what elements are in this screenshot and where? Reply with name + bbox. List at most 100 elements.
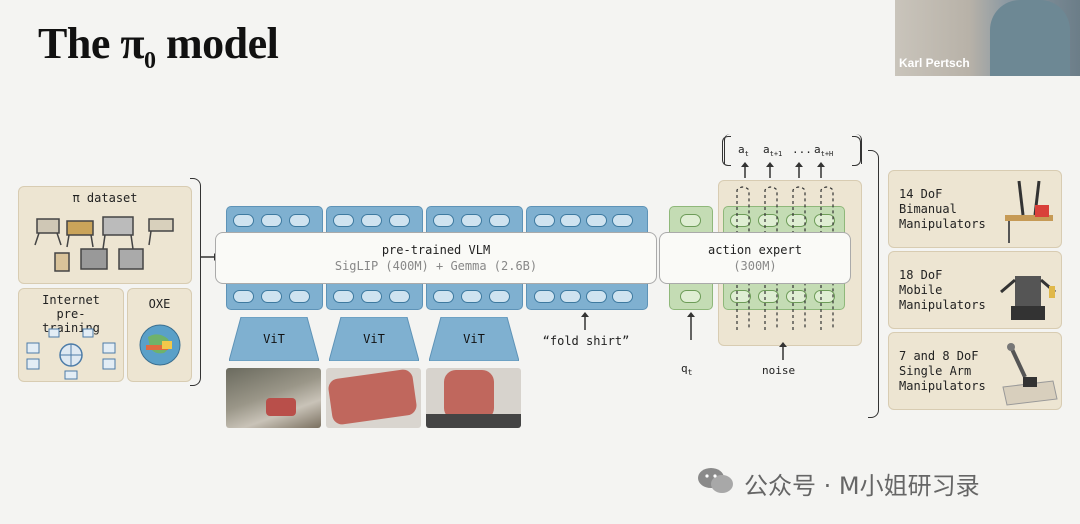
vlm-token-pill-25 [612, 290, 633, 303]
oxe-panel: OXE [127, 288, 192, 382]
oxe-globe-icon [139, 324, 181, 366]
state-label: qt [681, 362, 693, 378]
robot-panel-3-line2: Single Arm [899, 364, 972, 378]
action-token-pill-2 [758, 214, 779, 227]
bimanual-robot-icon [1005, 180, 1053, 243]
camera-image-2 [326, 368, 421, 428]
action-token-pill-4 [814, 214, 835, 227]
vlm-token-pill-19 [433, 290, 454, 303]
output-brace-left [722, 136, 731, 166]
action-output-1: at+1 [763, 143, 783, 159]
vlm-token-pill-1 [261, 214, 282, 227]
output-arrow-icon [817, 162, 825, 178]
action-token-pill-9 [814, 290, 835, 303]
vlm-token-pill-24 [586, 290, 607, 303]
oxe-label: OXE [148, 297, 171, 311]
action-output-2: ... [792, 143, 812, 156]
vlm-token-pill-11 [586, 214, 607, 227]
vlm-token-pill-2 [289, 214, 310, 227]
robot-panel-1-line3: Manipulators [899, 217, 986, 231]
action-expert-box: action expert (300M) [659, 232, 851, 284]
noise-arrow-icon [779, 342, 787, 360]
vlm-token-pill-10 [560, 214, 581, 227]
vlm-token-pill-0 [233, 214, 254, 227]
vlm-token-pill-17 [361, 290, 382, 303]
camera-image-3 [426, 368, 521, 428]
right-bracket [868, 150, 879, 418]
vlm-token-pill-4 [361, 214, 382, 227]
wechat-icon [698, 468, 733, 493]
vlm-token-pill-7 [461, 214, 482, 227]
vlm-token-pill-18 [389, 290, 410, 303]
vlm-token-pill-12 [612, 214, 633, 227]
vlm-token-pill-16 [333, 290, 354, 303]
single-arm-robot-icon [1002, 343, 1058, 406]
action-output-3: at+H [814, 143, 834, 159]
action-token-pill-3 [786, 214, 807, 227]
vlm-token-pill-22 [534, 290, 555, 303]
action-token-pill-5 [680, 290, 701, 303]
vlm-token-pill-8 [489, 214, 510, 227]
vlm-token-pill-6 [433, 214, 454, 227]
robot-panel-2-line2: Mobile [899, 283, 943, 297]
vlm-token-pill-5 [389, 214, 410, 227]
noise-label: noise [762, 364, 796, 377]
action-token-pill-6 [730, 290, 751, 303]
prompt-text: “fold shirt” [542, 334, 630, 348]
vlm-token-pill-14 [261, 290, 282, 303]
vit-label-1: ViT [263, 332, 285, 346]
vlm-title: pre-trained VLM [381, 243, 491, 257]
pi-dataset-panel: π dataset [18, 186, 192, 284]
denoising-loops [736, 186, 834, 330]
internet-pretraining-panel: Internet pre-training [18, 288, 124, 382]
action-token-pill-8 [786, 290, 807, 303]
prompt-arrow-icon [581, 312, 589, 330]
action-token-pill-7 [758, 290, 779, 303]
action-token-pill-1 [730, 214, 751, 227]
presenter-figure [990, 0, 1070, 76]
vlm-token-pill-20 [461, 290, 482, 303]
webcam-feed: Karl Pertsch [895, 0, 1080, 76]
robot-panel-1-line1: 14 DoF [899, 187, 943, 201]
vlm-token-pill-21 [489, 290, 510, 303]
pretrained-vlm-box: pre-trained VLM SigLIP (400M) + Gemma (2… [215, 232, 657, 284]
slide-title: The π0 model [38, 19, 279, 74]
vlm-token-pill-9 [534, 214, 555, 227]
output-arrow-icon [766, 162, 774, 178]
vlm-subtitle: SigLIP (400M) + Gemma (2.6B) [334, 259, 538, 273]
vit-encoder-3: ViT [429, 317, 519, 361]
robot-icons [34, 216, 174, 272]
camera-image-1 [226, 368, 321, 428]
pi-dataset-label: π dataset [72, 191, 138, 205]
state-arrow-icon [687, 312, 695, 340]
robot-panel-1-line2: Bimanual [899, 202, 957, 216]
presenter-name: Karl Pertsch [899, 56, 970, 70]
robot-panel-2-line3: Manipulators [899, 298, 986, 312]
output-brace [724, 134, 862, 164]
action-expert-title: action expert [708, 243, 802, 257]
mobile-robot-icon [1000, 276, 1056, 320]
globe-network-icon [26, 328, 116, 380]
action-expert-subtitle: (300M) [733, 259, 777, 273]
vlm-token-pill-15 [289, 290, 310, 303]
action-token-pill-0 [680, 214, 701, 227]
vit-encoder-2: ViT [329, 317, 419, 361]
output-arrow-icon [795, 162, 803, 178]
watermark-text: 公众号 · M小姐研习录 [744, 472, 980, 500]
vlm-token-pill-23 [560, 290, 581, 303]
robot-panel-3-line1: 7 and 8 DoF [899, 349, 979, 363]
robot-panel-3-line3: Manipulators [899, 379, 986, 393]
left-bracket [190, 178, 201, 386]
vit-encoder-1: ViT [229, 317, 319, 361]
vit-label-3: ViT [463, 332, 485, 346]
vlm-token-pill-13 [233, 290, 254, 303]
output-arrow-icon [741, 162, 749, 178]
output-brace-right [852, 136, 861, 166]
vit-label-2: ViT [363, 332, 385, 346]
action-output-0: at [738, 143, 749, 159]
vlm-token-pill-3 [333, 214, 354, 227]
robot-panel-2-line1: 18 DoF [899, 268, 943, 282]
